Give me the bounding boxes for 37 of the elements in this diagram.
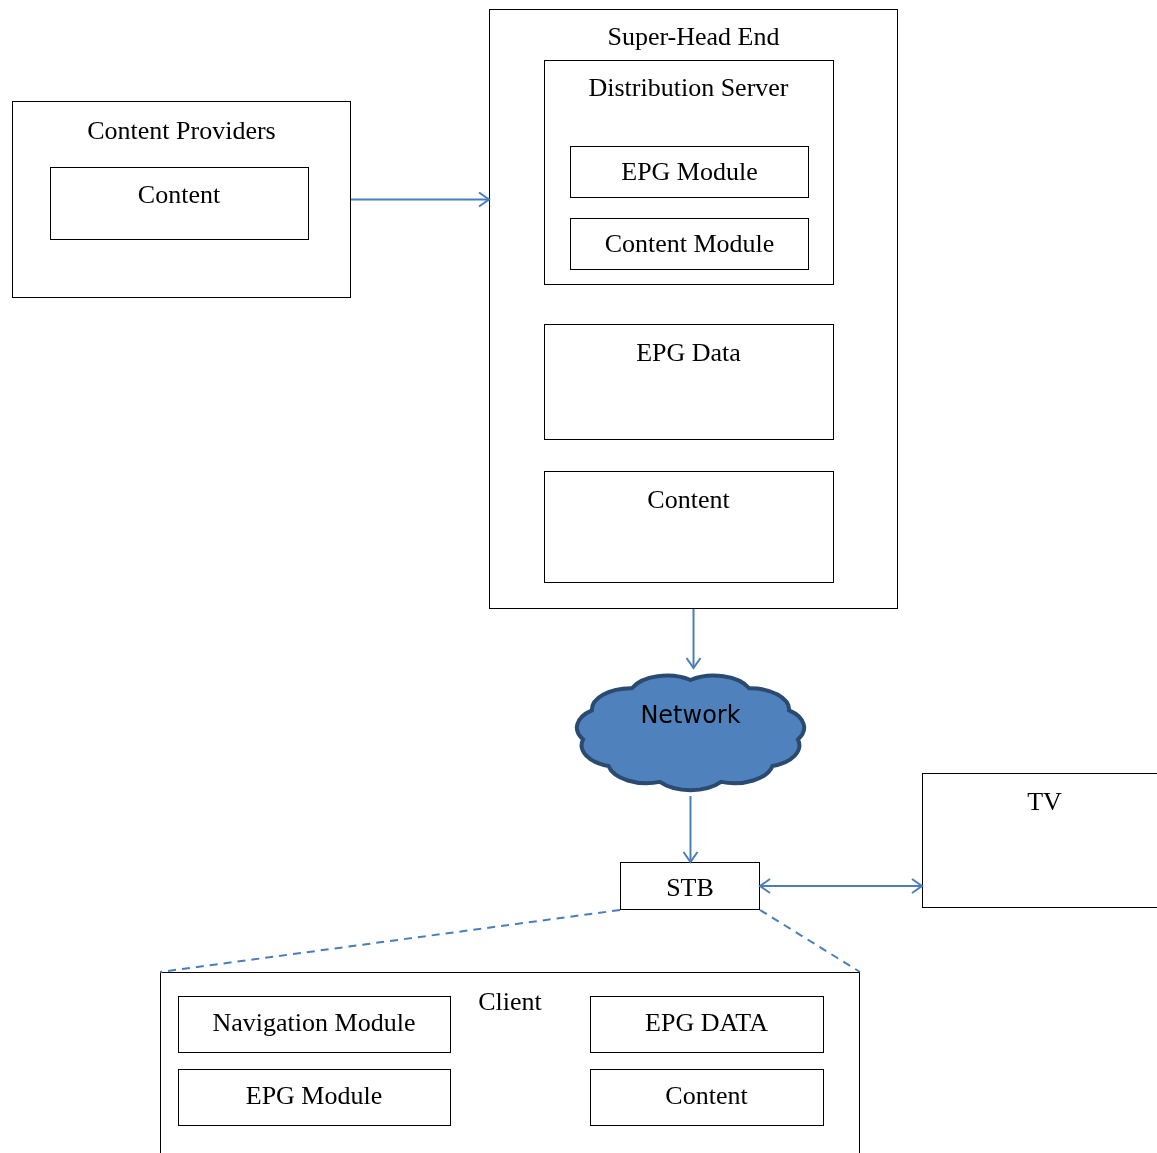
box-label: Content Module <box>603 229 776 259</box>
module-box <box>589 995 824 1053</box>
box-label: Distribution Server <box>587 72 790 103</box>
arrow <box>759 878 923 894</box>
module-box <box>922 773 1157 908</box>
module-box <box>177 995 451 1053</box>
box-label: EPG Module <box>244 1080 384 1111</box>
box-label: EPG Data <box>635 337 742 368</box>
box-label: Content <box>136 179 222 210</box>
arrow <box>685 608 702 669</box>
module-box <box>589 1068 824 1126</box>
module-box <box>543 470 834 583</box>
box-label: Super-Head End <box>606 22 781 52</box>
box-label: STB <box>665 873 715 903</box>
box-label: Content <box>646 484 731 515</box>
box-label: Client <box>477 987 543 1017</box>
box-label: EPG DATA <box>644 1007 769 1038</box>
module-box <box>620 862 760 910</box>
module-box <box>49 166 309 240</box>
module-box <box>543 59 834 285</box>
module-box <box>570 218 809 270</box>
box-label: TV <box>1026 787 1063 817</box>
box-label: Navigation Module <box>211 1007 417 1038</box>
arrow <box>350 191 490 208</box>
cloud-label: Network <box>639 700 742 730</box>
dashed-line <box>159 909 621 973</box>
box-label: Content <box>664 1080 749 1111</box>
box-label: Content Providers <box>86 116 277 146</box>
container-box <box>489 9 898 609</box>
container-box <box>160 972 860 1153</box>
module-box <box>570 146 809 198</box>
container-box <box>12 101 351 298</box>
dashed-line <box>759 909 861 973</box>
box-label: EPG Module <box>620 157 759 187</box>
module-box <box>177 1068 451 1126</box>
module-box <box>543 323 834 440</box>
arrow <box>682 795 699 863</box>
